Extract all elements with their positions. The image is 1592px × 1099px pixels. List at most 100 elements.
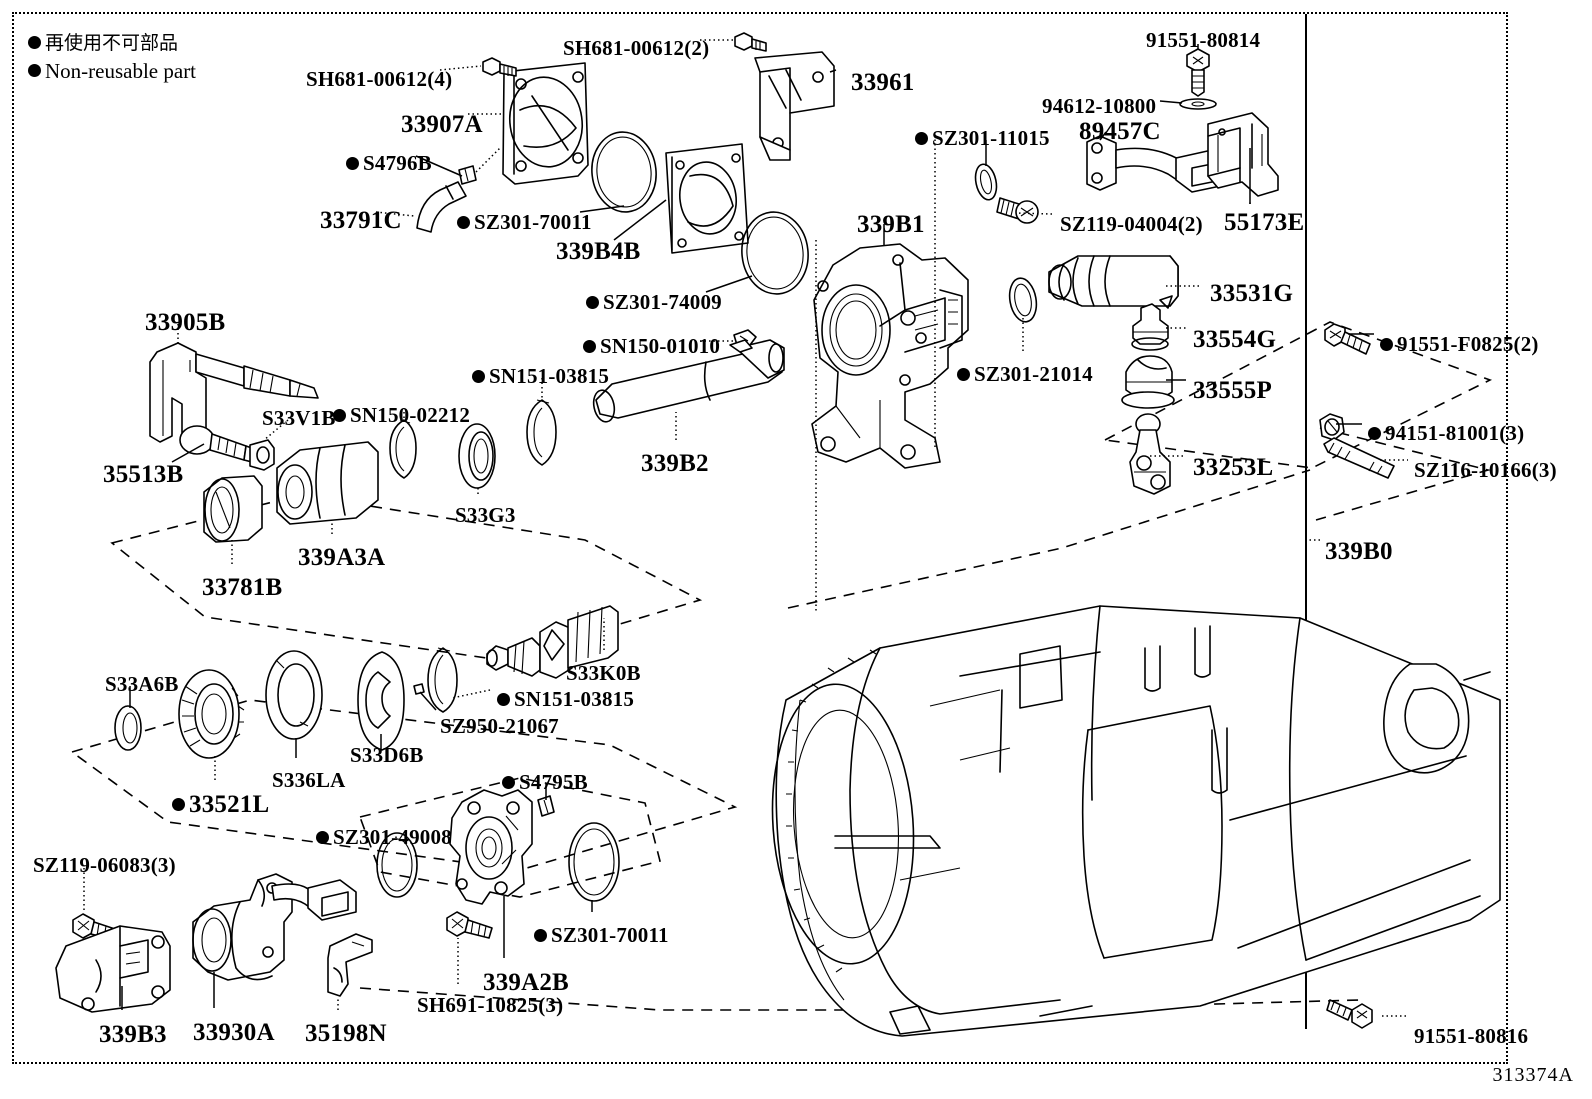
part-91551-80816-bolt-artwork <box>1326 999 1373 1029</box>
non-reusable-marker-icon <box>472 369 485 383</box>
part-number-text: 33907A <box>401 111 483 138</box>
non-reusable-marker-icon <box>457 215 470 229</box>
part-label-sz116-10166: SZ116-10166(3) <box>1414 460 1557 481</box>
legend-row-english: Non-reusable part <box>28 57 196 85</box>
part-number-text: SZ301-21014 <box>974 362 1093 386</box>
part-33521l-artwork <box>178 669 245 759</box>
part-label-p94151-81001: 94151-81001(3) <box>1368 423 1524 444</box>
part-number-text: SH691-10825(3) <box>417 993 564 1017</box>
part-label-p55173e: 55173E <box>1224 210 1304 235</box>
part-33930a-solenoid-artwork <box>192 873 357 981</box>
part-label-p339b2: 339B2 <box>641 451 709 476</box>
part-number-text: S4795B <box>519 770 588 794</box>
diagram-id: 313374A <box>1492 1064 1574 1086</box>
legend: 再使用不可部品 Non-reusable part <box>28 28 196 85</box>
part-s4796b-clip-artwork <box>458 165 477 185</box>
part-label-p339a2b: 339A2B <box>483 970 569 995</box>
part-number-text: SH681-00612(2) <box>563 36 710 60</box>
part-label-sh681-00612-4: SH681-00612(4) <box>306 69 452 90</box>
part-label-s4796b: S4796B <box>346 153 432 174</box>
group-boundary-right-lower <box>1315 427 1492 521</box>
part-label-s33k0b: S33K0B <box>566 663 641 684</box>
part-339a3a-sleeve-artwork <box>276 441 379 525</box>
part-label-sz301-21014: SZ301-21014 <box>957 364 1093 385</box>
legend-row-japanese: 再使用不可部品 <box>28 28 196 57</box>
part-label-p33961: 33961 <box>851 70 915 95</box>
part-label-sz301-70011-a: SZ301-70011 <box>457 212 592 233</box>
non-reusable-marker-icon <box>586 295 599 309</box>
non-reusable-marker-icon <box>346 156 359 170</box>
part-number-text: 91551-F0825(2) <box>1397 332 1539 356</box>
group-boundary-lower-left <box>358 777 661 898</box>
part-label-sn150-01010: SN150-01010 <box>583 336 720 357</box>
part-label-sz119-06083: SZ119-06083(3) <box>33 855 176 876</box>
part-label-sn151-03815-b: SN151-03815 <box>497 689 634 710</box>
part-label-p91551-80814: 91551-80814 <box>1146 30 1260 51</box>
part-number-text: SZ119-06083(3) <box>33 853 176 877</box>
part-number-text: 33930A <box>193 1019 275 1046</box>
filled-circle-icon <box>28 35 41 49</box>
part-number-text: SZ301-70011 <box>474 210 592 234</box>
part-339b0-transmission-case-artwork <box>771 605 1501 1037</box>
part-label-p35198n: 35198N <box>305 1021 387 1046</box>
part-number-text: 339A3A <box>298 544 386 571</box>
part-label-p339b3: 339B3 <box>99 1022 167 1047</box>
part-label-sh681-00612-2: SH681-00612(2) <box>563 38 709 59</box>
part-label-sz950-21067: SZ950-21067 <box>440 716 559 737</box>
part-339b3-cover-artwork <box>55 925 171 1013</box>
part-number-text: 94612-10800 <box>1042 94 1157 118</box>
part-label-p339b1: 339B1 <box>857 212 925 237</box>
part-number-text: 35513B <box>103 461 184 488</box>
part-label-p339a3a: 339A3A <box>298 545 385 570</box>
part-number-text: 33555P <box>1193 377 1272 404</box>
part-label-sz119-04004: SZ119-04004(2) <box>1060 214 1203 235</box>
part-label-p33907a: 33907A <box>401 112 483 137</box>
part-number-text: S33K0B <box>566 661 641 685</box>
part-sh691-10825-bolt-artwork <box>446 911 493 939</box>
part-number-text: 89457C <box>1079 118 1161 145</box>
part-s33k0b-shaft-artwork <box>486 605 619 679</box>
part-label-s33g3: S33G3 <box>455 505 516 526</box>
part-number-text: 33961 <box>851 69 915 96</box>
part-label-p33905b: 33905B <box>145 310 225 335</box>
part-339a2b-artwork <box>449 789 533 905</box>
part-s33a6b-seal-artwork <box>114 705 142 751</box>
part-33905b-fork-artwork <box>149 342 319 447</box>
part-sz301-21014-oring-artwork <box>1008 277 1038 323</box>
part-sz301-70011-oring-artwork <box>591 131 657 213</box>
part-number-text: 33521L <box>189 791 270 818</box>
part-number-text: SZ301-74009 <box>603 290 722 314</box>
part-35198n-bracket-artwork <box>327 933 373 997</box>
part-label-sz301-49008: SZ301-49008 <box>316 827 452 848</box>
part-339b2-shaft-artwork <box>592 339 785 423</box>
part-number-text: SZ301-49008 <box>333 825 452 849</box>
part-sn150-02212-ring-artwork <box>389 419 417 479</box>
part-number-text: 33554G <box>1193 326 1277 353</box>
non-reusable-marker-icon <box>1380 337 1393 351</box>
part-33961-bracket-artwork <box>754 51 835 161</box>
non-reusable-marker-icon <box>915 131 928 145</box>
part-label-p35513b: 35513B <box>103 462 183 487</box>
part-number-text: 33905B <box>145 309 226 336</box>
part-number-text: 91551-80816 <box>1414 1024 1529 1048</box>
part-number-text: 339B4B <box>556 238 641 265</box>
part-sn151-03815-ring-lower-artwork <box>427 647 458 713</box>
part-number-text: S33A6B <box>105 672 179 696</box>
part-number-text: 339A2B <box>483 969 569 996</box>
non-reusable-marker-icon <box>172 797 185 811</box>
part-label-p89457c: 89457C <box>1079 119 1161 144</box>
part-91551-80814-bolt-artwork <box>1186 48 1210 97</box>
part-number-text: 91551-80814 <box>1146 28 1261 52</box>
part-label-s33a6b: S33A6B <box>105 674 179 695</box>
part-number-text: 33781B <box>202 574 283 601</box>
part-number-text: S33V1B <box>262 406 336 430</box>
part-55173e-bracket-artwork <box>1207 112 1279 197</box>
part-label-sz301-11015: SZ301-11015 <box>915 128 1050 149</box>
part-sn151-03815-ring-upper-artwork <box>526 399 557 466</box>
group-boundary-housing <box>787 469 1311 609</box>
part-33791c-hose-artwork <box>416 181 467 233</box>
part-number-text: 55173E <box>1224 209 1305 236</box>
part-number-text: 94151-81001(3) <box>1385 421 1525 445</box>
part-label-p33781b: 33781B <box>202 575 282 600</box>
